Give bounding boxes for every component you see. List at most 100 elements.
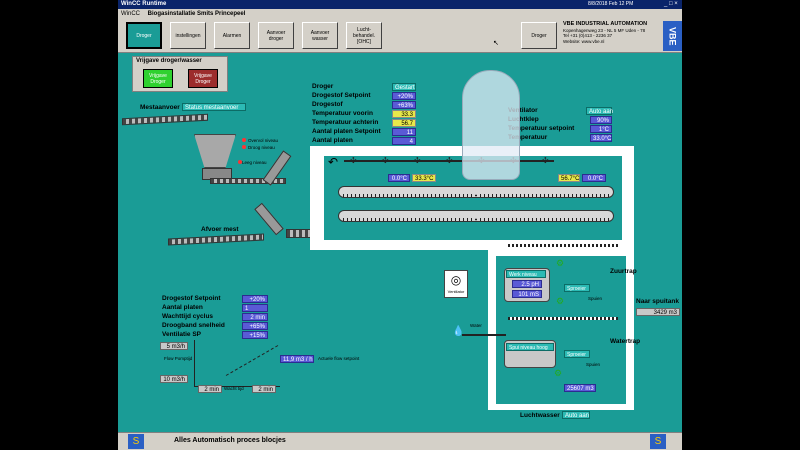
drogestof-value: +63% bbox=[392, 101, 416, 109]
company-line: Website: www.vbe.nl bbox=[563, 38, 605, 44]
temp-value: 33.0°C bbox=[590, 134, 612, 142]
vrijgave-droger-button[interactable]: Vrijgave Droger bbox=[143, 69, 173, 88]
vrijgave-panel: Vrijgave droger/wasser Vrijgave Droger V… bbox=[132, 56, 228, 92]
ventilator-status: Auto aan bbox=[586, 107, 613, 115]
fan-icon: ✣ bbox=[446, 156, 453, 165]
drogestof-sp-value[interactable]: +20% bbox=[392, 92, 416, 100]
afvoer-label: Afvoer mest bbox=[201, 226, 239, 233]
graph-y-axis bbox=[194, 340, 195, 386]
set-snelheid-label: Droogband snelheid bbox=[162, 322, 225, 329]
droog-indicator bbox=[242, 145, 246, 149]
company-info: VBE INDUSTRIAL AUTOMATION Kopenhagenweg … bbox=[563, 21, 661, 50]
fan-icon: ✣ bbox=[542, 156, 549, 165]
datetime: 8/8/2018 Feb 12 PM bbox=[588, 1, 634, 7]
temp-voorin-value: 33.3 bbox=[392, 110, 416, 118]
menu-item[interactable]: WinCC bbox=[121, 11, 140, 17]
spray-rack-top bbox=[508, 244, 618, 247]
graph-wait-value: 2 min bbox=[198, 385, 222, 393]
drogestof-label: Drogestof bbox=[312, 101, 343, 108]
water-drop-icon: 💧 bbox=[452, 326, 465, 337]
temp-sp-label: Temperatuur setpoint bbox=[508, 125, 575, 132]
instellingen-button[interactable]: instellingen bbox=[170, 22, 206, 49]
ventilator-unit[interactable]: ◎ Ventilator bbox=[444, 270, 468, 298]
temp-voorin-label: Temperatuur voorin bbox=[312, 110, 373, 117]
spray-line bbox=[344, 160, 554, 168]
set-ventilatie-label: Ventilatie SP bbox=[162, 331, 202, 338]
return-arrow-icon: ↶ bbox=[328, 155, 339, 169]
settings-panel: Drogestof Setpoint +20% Aantal platen 1 … bbox=[162, 295, 268, 340]
overvol-indicator bbox=[242, 138, 246, 142]
tank1-ph: 2.5 pH bbox=[512, 280, 542, 288]
graph-run-value: 2 min bbox=[252, 385, 276, 393]
menu-bar: WinCC Biogasinstallatie Smits Princepeel bbox=[118, 9, 682, 19]
water-pipe bbox=[462, 334, 506, 336]
elevator-2 bbox=[254, 202, 284, 236]
aanvoer-wasser-button[interactable]: Aanvoer wasser bbox=[302, 22, 338, 49]
alarmen-button[interactable]: Alarmen bbox=[214, 22, 250, 49]
droger-nav-button[interactable]: Droger bbox=[126, 22, 162, 49]
dryer-temp-right2: 0.0°C bbox=[582, 174, 606, 182]
cursor-icon: ↖ bbox=[493, 40, 499, 47]
temp-sp-value[interactable]: 1°C bbox=[590, 125, 612, 133]
company-line: Tel +31 (0)413 - 2236 37 bbox=[563, 33, 613, 38]
luchtbehandeling-button[interactable]: Lucht-behandel. [OHC] bbox=[346, 22, 382, 49]
mestaanvoer-belt bbox=[122, 113, 208, 126]
overvol-label: Overvol niveau bbox=[248, 138, 279, 143]
window-controls[interactable]: _ □ × bbox=[664, 1, 678, 7]
dryer-temp-left1: 0.0°C bbox=[388, 174, 410, 182]
set-wachttijd-value[interactable]: 2 min bbox=[242, 313, 268, 321]
zuurtrap-label: Zuurtrap bbox=[610, 268, 637, 275]
wincc-window: WinCC Runtime 8/8/2018 Feb 12 PM _ □ × W… bbox=[118, 0, 682, 450]
tank2-title: Spui niveau hoog bbox=[506, 343, 554, 351]
set-snelheid-value[interactable]: +65% bbox=[242, 322, 268, 330]
temp-achterin-label: Temperatuur achterin bbox=[312, 119, 379, 126]
belt-rollers-1 bbox=[340, 194, 612, 197]
toolbar: Droger instellingen Alarmen Aanvoer drog… bbox=[118, 19, 682, 53]
menu-item[interactable]: Biogasinstallatie Smits Princepeel bbox=[147, 11, 246, 17]
set-platen-value[interactable]: 1 bbox=[242, 304, 268, 312]
valve-icon[interactable]: ⚙ bbox=[556, 258, 565, 268]
actual-flow-label: Actuele flow setpoint bbox=[318, 356, 360, 361]
spray-rack-mid bbox=[508, 317, 618, 320]
afvoer-belt bbox=[168, 233, 264, 246]
aanvoer-droger-button[interactable]: Aanvoer droger bbox=[258, 22, 294, 49]
droger-label: Droger bbox=[312, 83, 334, 90]
status-bar: S Alles Automatisch proces blocjes S bbox=[118, 432, 682, 450]
actual-flow-value: 11,9 m3 / h bbox=[280, 355, 314, 363]
ventilator-label: Ventilator bbox=[447, 289, 465, 294]
siemens-s-icon[interactable]: S bbox=[128, 434, 144, 449]
graph-line bbox=[225, 345, 279, 376]
vrijgave-wasser-button[interactable]: Vrijgave Droger bbox=[188, 69, 218, 88]
flow-value: 25607 m3 bbox=[564, 384, 596, 392]
pump-icon[interactable]: ⚙ bbox=[554, 368, 563, 378]
leeg-label: Leeg niveau bbox=[242, 160, 267, 165]
tank1-level: 101 mS bbox=[512, 290, 542, 298]
window-title: WinCC Runtime bbox=[118, 0, 682, 9]
spuien-2: Spuien bbox=[586, 362, 601, 367]
graph-x-axis bbox=[194, 386, 280, 387]
vbe-logo: VBE bbox=[663, 21, 682, 51]
drogestof-sp-label: Drogestof Setpoint bbox=[312, 92, 371, 99]
droger-info: Droger Gestart Drogestof Setpoint +20% D… bbox=[312, 83, 416, 146]
fan-icon: ◎ bbox=[450, 273, 462, 287]
set-ventilatie-value[interactable]: +15% bbox=[242, 331, 268, 339]
fan-icon: ✣ bbox=[350, 156, 357, 165]
siemens-s-icon[interactable]: S bbox=[650, 434, 666, 449]
pump-icon[interactable]: ⚙ bbox=[556, 296, 565, 306]
watertrap-label: Watertrap bbox=[610, 338, 641, 345]
luchtklep-value: 90% bbox=[590, 116, 612, 124]
set-drogestof-value[interactable]: +20% bbox=[242, 295, 268, 303]
graph-flow-label: Flow Pomptijd bbox=[164, 356, 193, 361]
set-wachttijd-label: Wachttijd cyclus bbox=[162, 313, 214, 320]
platen-label: Aantal platen bbox=[312, 137, 353, 144]
tank1-title: Werk niveau bbox=[506, 270, 546, 278]
droger-button[interactable]: Droger bbox=[521, 22, 557, 49]
fan-icon: ✣ bbox=[414, 156, 421, 165]
platen-sp-value[interactable]: 11 bbox=[392, 128, 416, 136]
overlay-shape bbox=[462, 70, 520, 180]
platen-value: 4 bbox=[392, 137, 416, 145]
status-text: Alles Automatisch proces blocjes bbox=[174, 437, 286, 444]
vrijgave-title: Vrijgave droger/wasser bbox=[136, 58, 202, 64]
ventilator-label: Ventilator bbox=[508, 107, 538, 114]
company-line: Kopenhagenweg 23 - NL 5 MF Uden - 78 bbox=[563, 27, 646, 33]
